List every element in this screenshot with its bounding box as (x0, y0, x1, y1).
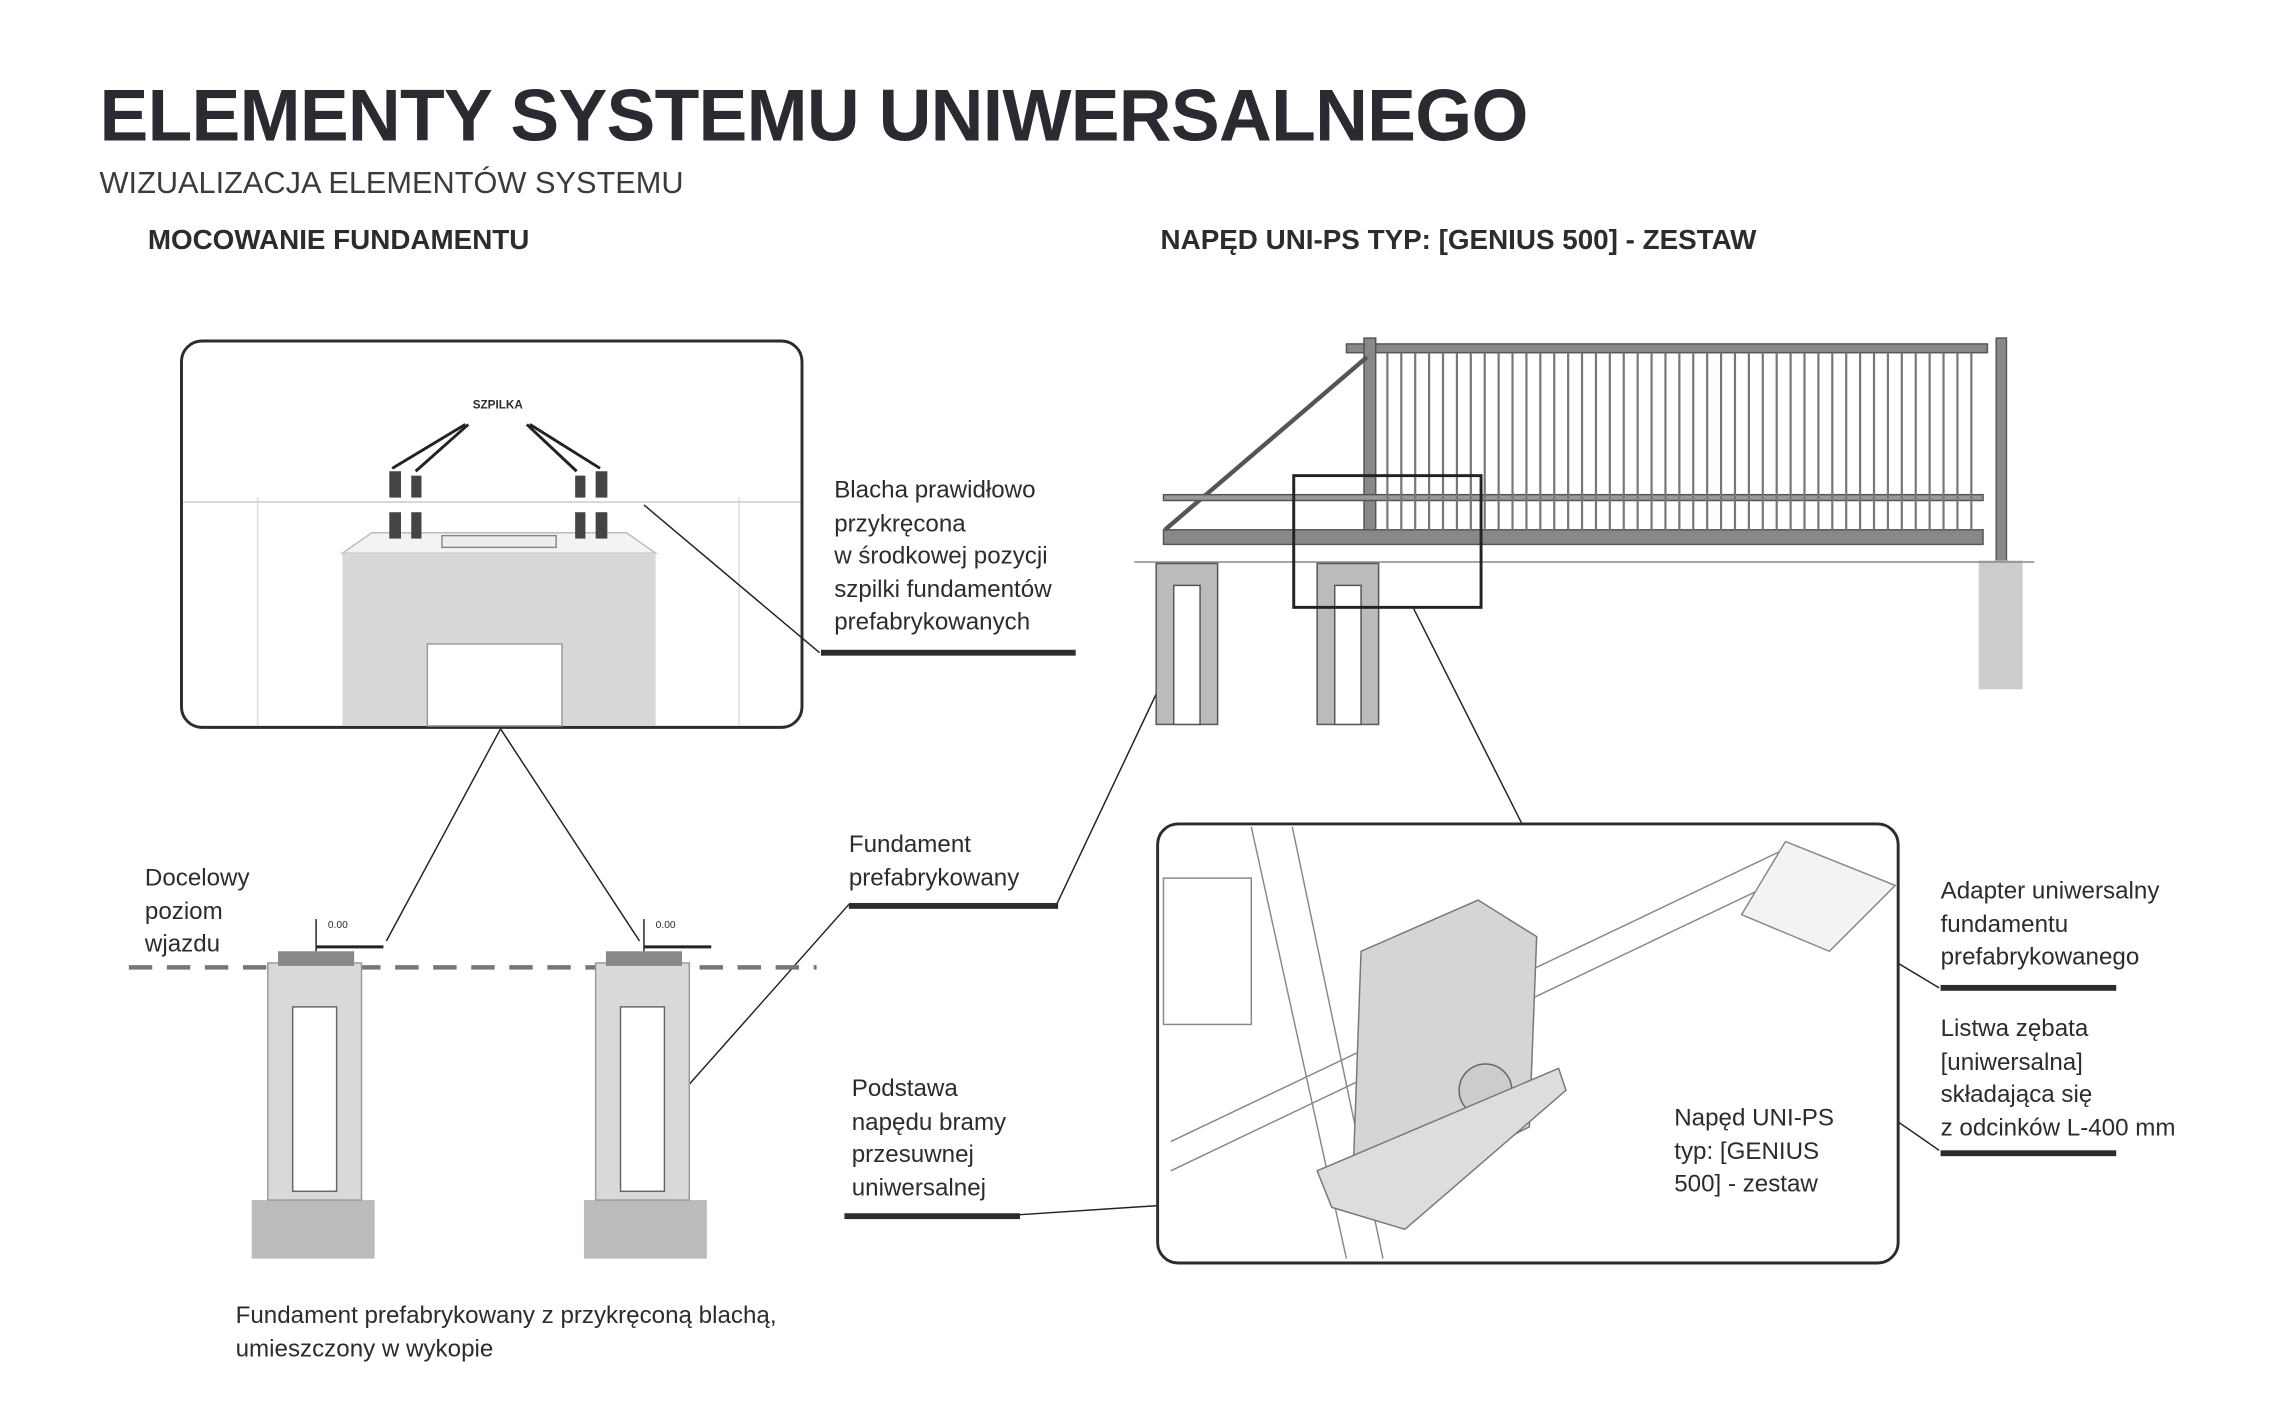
callout-adapter: Adapter uniwersalny fundamentu prefabryk… (1940, 878, 2160, 971)
callout-drive: Napęd UNI-PS typ: [GENIUS 500] - zestaw (1674, 1104, 1834, 1198)
sliding-gate-illustration (1134, 337, 2035, 726)
plate-detail-illustration (180, 339, 804, 729)
callout-foundation: Fundament prefabrykowany (848, 831, 1020, 891)
pin-label: SZPILKA (472, 398, 523, 412)
section-heading-drive: NAPĘD UNI-PS TYP: [GENIUS 500] - ZESTAW (1160, 225, 1757, 257)
callout-plate: Blacha prawidłowo przykręcona w środkowe… (834, 477, 1052, 636)
level-mark-1: 0.00 (327, 920, 348, 931)
foundation-caption: Fundament prefabrykowany z przykręconą b… (235, 1302, 777, 1362)
drive-detail-illustration (1156, 822, 1900, 1265)
page-title: ELEMENTY SYSTEMU UNIWERSALNEGO (99, 74, 1529, 157)
page-subtitle: WIZUALIZACJA ELEMENTÓW SYSTEMU (99, 166, 684, 201)
level-mark-2: 0.00 (655, 920, 676, 931)
callout-base: Podstawa napędu bramy przesuwnej uniwers… (851, 1075, 1007, 1201)
section-heading-foundation: MOCOWANIE FUNDAMENTU (147, 225, 530, 257)
callout-level: Docelowy poziom wjazdu (144, 864, 250, 958)
callout-rack: Listwa zębata [uniwersalna] składająca s… (1940, 1015, 2176, 1141)
foundation-illustration (251, 919, 712, 1259)
